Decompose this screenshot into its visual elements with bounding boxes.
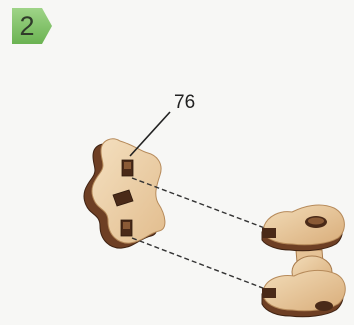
assembly-guide-lower bbox=[131, 237, 269, 291]
part-76-leader-line bbox=[129, 111, 171, 157]
assembly-guide-upper bbox=[131, 177, 271, 231]
step-badge: 2 bbox=[12, 8, 52, 44]
part-76-plate bbox=[83, 138, 166, 249]
lower-cam-piece bbox=[261, 269, 346, 318]
upper-cam-piece bbox=[261, 204, 345, 252]
part-number-label: 76 bbox=[174, 92, 196, 113]
part-76-slot-middle bbox=[112, 189, 134, 207]
mating-assembly bbox=[261, 204, 346, 318]
step-badge-shape bbox=[12, 8, 52, 44]
step-number: 2 bbox=[19, 11, 35, 41]
